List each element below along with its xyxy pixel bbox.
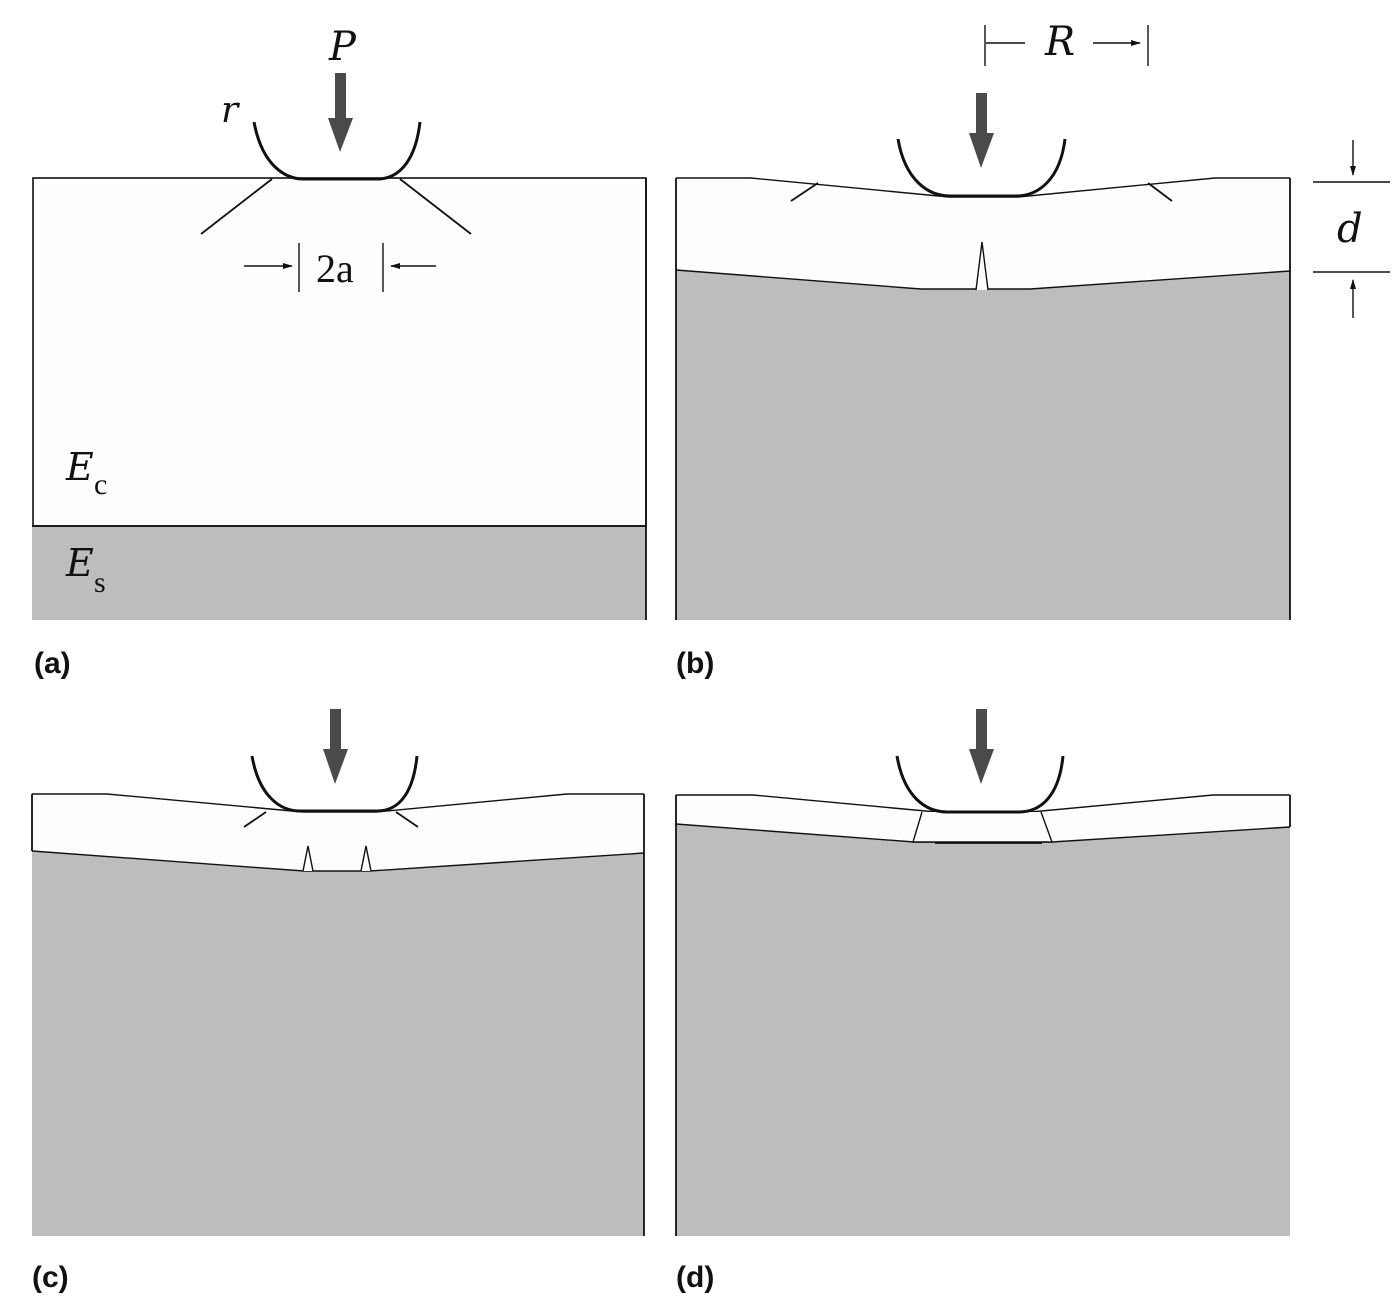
cone-crack-left bbox=[243, 811, 267, 828]
coating-layer bbox=[32, 177, 647, 527]
coating-layer bbox=[676, 178, 1290, 289]
coating-modulus-label: E bbox=[65, 445, 94, 489]
spherical-indenter bbox=[896, 138, 1067, 198]
panel-label-a: (a) bbox=[34, 647, 71, 680]
substrate-layer bbox=[676, 824, 1290, 1236]
panel-label-d: (d) bbox=[676, 1261, 714, 1294]
substrate-layer bbox=[32, 527, 646, 620]
coating-modulus-subscript: c bbox=[94, 468, 107, 501]
load-label: P bbox=[328, 24, 357, 70]
spherical-indenter bbox=[252, 121, 422, 181]
cone-crack-right bbox=[395, 811, 419, 828]
load-arrow bbox=[969, 709, 994, 784]
cone-crack-right bbox=[1147, 182, 1173, 202]
panel-a: P r 2a E c E s (a) bbox=[32, 24, 647, 680]
panel-d: (d) bbox=[675, 709, 1291, 1294]
delaminated-plug bbox=[912, 811, 1054, 843]
thickness-label: d bbox=[1337, 206, 1363, 252]
radial-crack-right bbox=[360, 845, 372, 872]
substrate-layer bbox=[676, 270, 1290, 620]
panel-label-b: (b) bbox=[676, 647, 714, 680]
coating-layer bbox=[32, 794, 644, 871]
span-marker bbox=[984, 25, 1149, 66]
cone-crack-right bbox=[399, 178, 472, 235]
panel-c: (c) bbox=[31, 709, 645, 1294]
cone-crack-left bbox=[200, 178, 273, 235]
panel-b: R d (b) bbox=[675, 19, 1390, 680]
panel-label-c: (c) bbox=[32, 1261, 69, 1294]
spherical-indenter bbox=[895, 755, 1065, 814]
load-arrow bbox=[969, 93, 994, 168]
cone-crack-left bbox=[790, 182, 819, 202]
span-label: R bbox=[1044, 19, 1075, 65]
substrate-layer bbox=[32, 851, 644, 1236]
contact-width-label: 2a bbox=[316, 246, 354, 291]
substrate-modulus-subscript: s bbox=[94, 566, 106, 599]
substrate-modulus-label: E bbox=[65, 541, 94, 585]
thickness-marker bbox=[1313, 140, 1390, 318]
interface-line bbox=[31, 850, 645, 872]
radial-crack-left bbox=[302, 845, 314, 872]
radius-label: r bbox=[221, 90, 240, 131]
radial-crack bbox=[975, 241, 989, 291]
contact-width-marker bbox=[244, 243, 436, 292]
load-arrow bbox=[328, 73, 353, 152]
spherical-indenter bbox=[250, 755, 419, 813]
load-arrow bbox=[323, 709, 348, 784]
